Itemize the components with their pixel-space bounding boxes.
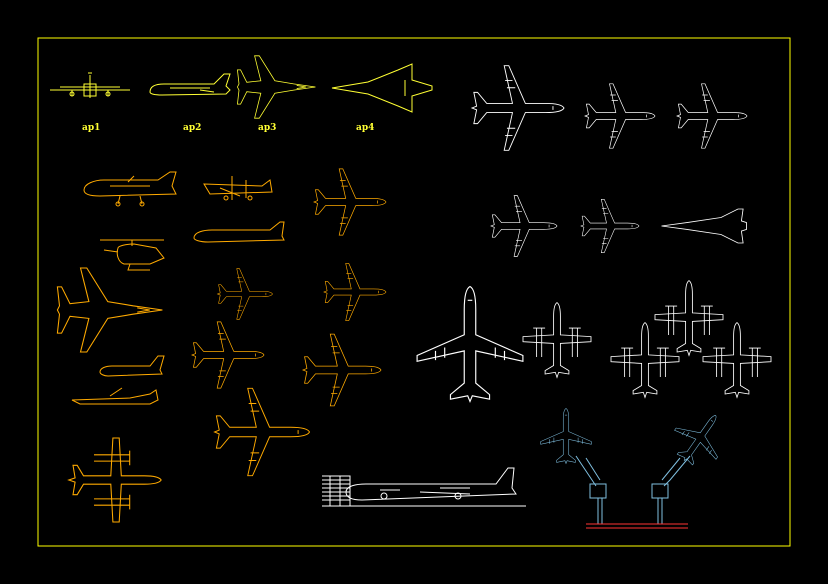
airliner-top-view-icon	[580, 199, 640, 253]
airliner-top-view-icon	[584, 83, 656, 149]
label-ap4: ap4	[356, 123, 374, 133]
business-jet-side-view-icon	[99, 355, 165, 377]
airliner-top-view-icon	[676, 83, 748, 149]
propeller-plane-side-view-icon	[203, 176, 273, 201]
airliner-top-view-icon	[217, 268, 273, 320]
ground-line	[586, 523, 688, 529]
jet-bridge-icon	[540, 400, 737, 524]
airliner-top-view-icon	[191, 321, 265, 389]
label-ap2: ap2	[183, 123, 201, 133]
terminal-section-icon	[322, 475, 526, 507]
airliner-top-view-icon	[416, 285, 524, 403]
airliner-top-view-icon	[471, 65, 565, 151]
label-ap1: ap1	[82, 123, 100, 133]
airliner-side-view-icon	[345, 467, 517, 501]
fighter-top-view-icon	[56, 267, 163, 353]
airliner-side-view-icon	[149, 73, 231, 96]
fighter-top-view-icon	[237, 55, 316, 119]
propeller-plane-top-view-icon	[522, 302, 592, 378]
supersonic-top-view-icon	[661, 208, 747, 244]
airliner-top-view-icon	[302, 333, 382, 407]
supersonic-top-view-icon	[331, 63, 433, 113]
airliner-front-view-icon	[50, 72, 130, 98]
airliner-top-view-icon	[214, 387, 310, 477]
label-ap3: ap3	[258, 123, 276, 133]
airliner-top-view-icon	[323, 263, 387, 321]
business-jet-side-view-icon	[71, 387, 159, 405]
airliner-side-view-icon	[193, 221, 285, 243]
drawing-frame	[37, 37, 791, 547]
propeller-plane-top-view-icon	[654, 280, 724, 356]
airliner-top-view-icon	[490, 195, 558, 257]
helicopter-side-view-icon	[100, 239, 165, 271]
propeller-plane-top-view-icon	[702, 322, 772, 398]
propeller-plane-top-view-icon	[68, 437, 162, 523]
cargo-plane-side-view-icon	[83, 171, 177, 207]
airliner-top-view-icon	[313, 168, 387, 236]
